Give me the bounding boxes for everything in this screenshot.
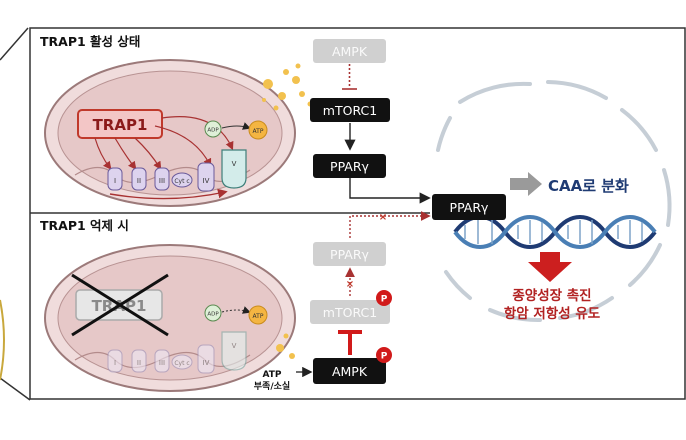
left-edge-line <box>0 27 29 61</box>
svg-text:P: P <box>381 295 388 305</box>
svg-text:V: V <box>232 160 237 168</box>
ppar-label-top: PPARγ <box>330 159 370 174</box>
blocked-route-to-nucleus <box>349 211 431 238</box>
trap1-arrow <box>94 137 112 170</box>
blocked-route-x-mark: × <box>379 212 387 223</box>
complex-iii <box>154 167 170 191</box>
caa-differentiation-text: CAA로 분화 <box>548 177 629 195</box>
svg-text:I: I <box>114 177 116 185</box>
trap1-box-top <box>77 109 163 139</box>
electron-flow-arrow <box>109 188 228 200</box>
left-edge-arc <box>0 299 5 381</box>
mtorc1-label-top: mTORC1 <box>323 103 377 118</box>
complex-ii <box>131 167 147 191</box>
cyt-c <box>171 172 193 188</box>
complex-i <box>107 167 123 191</box>
top-panel-title: TRAP1 활성 상태 <box>40 34 140 49</box>
complex-v <box>221 149 247 189</box>
trap1-arrow <box>134 137 162 171</box>
adp-atp-arrow-dotted <box>221 306 251 314</box>
atp-dots-top <box>262 63 313 111</box>
svg-text:III: III <box>159 177 165 185</box>
svg-text:ATP: ATP <box>253 128 264 135</box>
atp-circle-top <box>248 120 268 140</box>
complex-iv <box>197 162 215 192</box>
trap1-cross <box>71 273 169 337</box>
trap1-arrow <box>114 137 137 170</box>
ppar-label-bottom: PPARγ <box>330 247 370 262</box>
svg-text:I: I <box>114 359 116 367</box>
atp-deficit-line2: 부족/소실 <box>254 380 290 392</box>
svg-text:ATP: ATP <box>253 313 264 320</box>
svg-text:II: II <box>137 177 141 185</box>
svg-text:Cyt c: Cyt c <box>174 178 189 185</box>
phospho-badge-ampk <box>376 347 392 363</box>
blocked-x-mark: × <box>346 279 354 290</box>
ampk-box-top <box>313 39 386 63</box>
svg-text:Cyt c: Cyt c <box>174 360 189 367</box>
mtorc1-box-bottom <box>310 300 390 324</box>
ppar-box-top <box>313 154 386 178</box>
mtorc1-label-bottom: mTORC1 <box>323 305 377 320</box>
adp-circle-top <box>204 120 222 138</box>
ppar-label-nucleus: PPARγ <box>450 200 490 215</box>
mtorc1-box-top <box>310 98 390 122</box>
nucleus <box>436 80 672 323</box>
adp-circle-bottom <box>204 304 222 322</box>
ampk-box-bottom <box>313 358 386 384</box>
ppar-box-bottom <box>313 242 386 266</box>
outcome-line2: 항암 저항성 유도 <box>504 305 601 322</box>
svg-text:ADP: ADP <box>207 128 219 134</box>
trap1-arrow <box>154 125 212 168</box>
ppar-to-nucleus-arrow <box>349 178 431 204</box>
trap1-arrow <box>161 116 234 151</box>
trap1-label-top: TRAP1 <box>93 116 148 134</box>
svg-text:IV: IV <box>203 177 210 185</box>
electron-transport-chain-bottom: I II III Cyt c IV V <box>107 331 247 374</box>
adp-atp-arrow <box>221 122 251 130</box>
svg-text:III: III <box>159 359 165 367</box>
left-edge-line <box>0 377 31 401</box>
svg-text:IV: IV <box>203 359 210 367</box>
svg-text:II: II <box>137 359 141 367</box>
atp-dots-bottom <box>276 333 295 359</box>
outcome-line1: 종양성장 촉진 <box>512 287 591 304</box>
svg-text:V: V <box>232 342 237 350</box>
differentiation-arrow <box>510 172 542 196</box>
atp-deficit-line1: ATP <box>262 370 281 380</box>
svg-text:P: P <box>381 352 388 362</box>
atp-circle-bottom <box>248 305 268 325</box>
bottom-panel-title: TRAP1 억제 시 <box>40 218 129 233</box>
phospho-badge-mtorc1 <box>376 290 392 306</box>
svg-text:ADP: ADP <box>207 312 219 318</box>
ppar-box-nucleus <box>432 194 506 220</box>
ampk-label-top: AMPK <box>332 44 368 59</box>
electron-transport-chain-top: I II III Cyt c IV V <box>107 149 247 192</box>
outcome-arrow <box>528 252 572 282</box>
ampk-label-bottom: AMPK <box>332 364 368 379</box>
